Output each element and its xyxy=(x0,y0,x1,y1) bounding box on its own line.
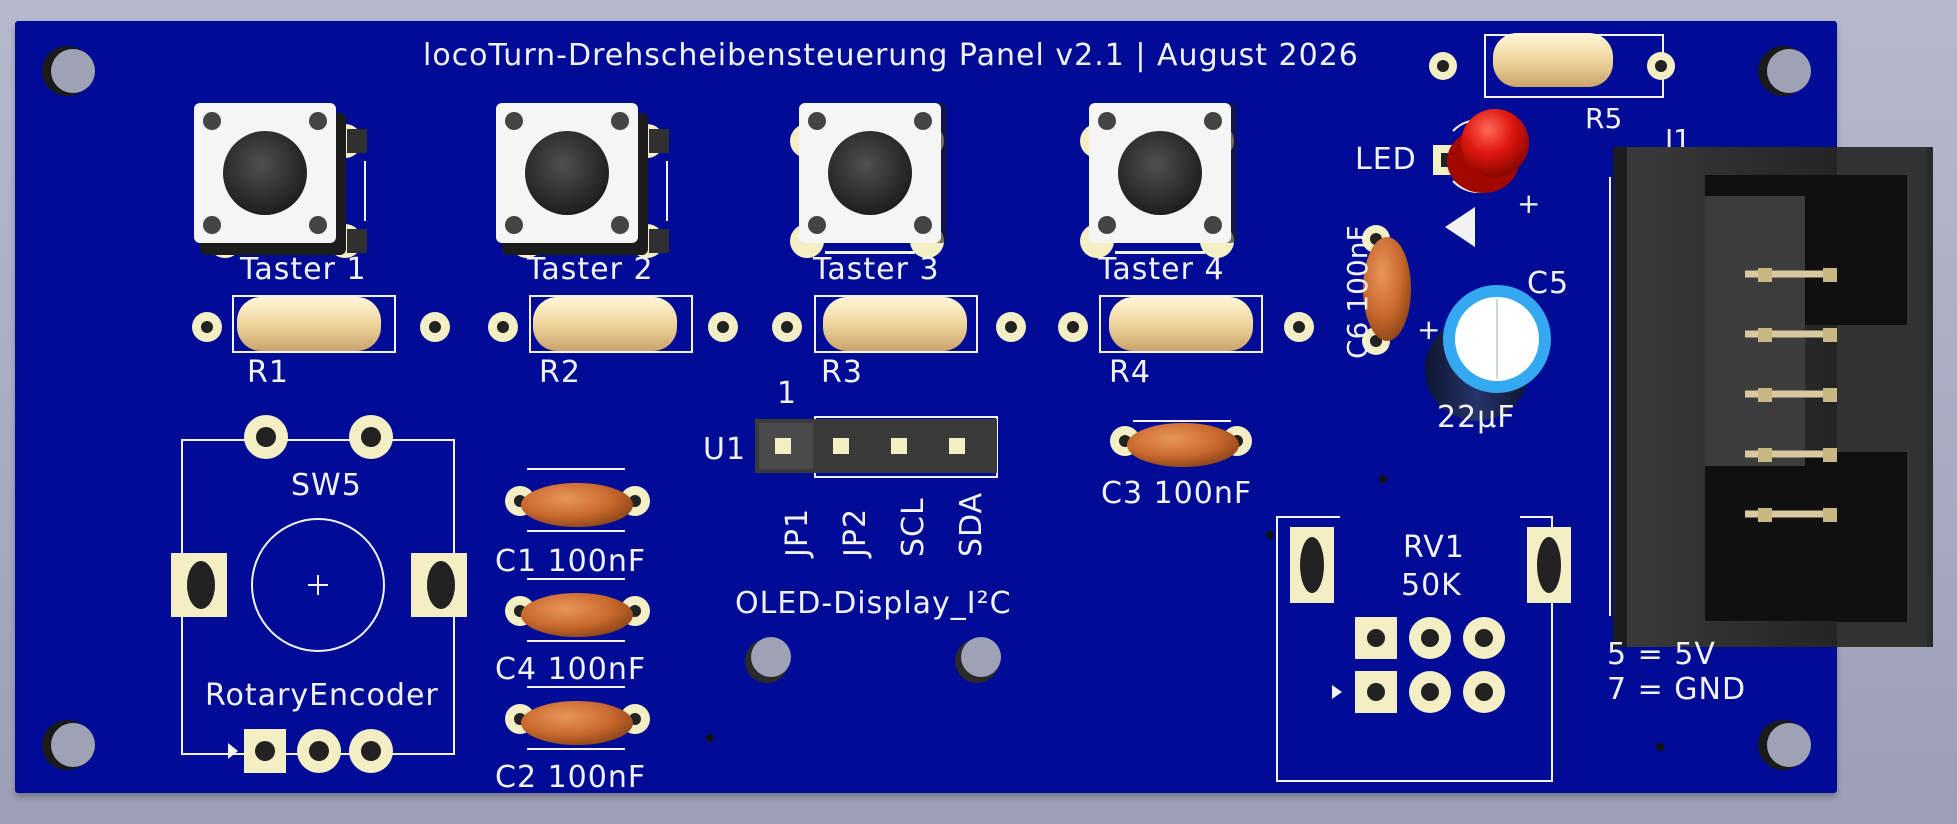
rotary-encoder-sw5 xyxy=(171,415,467,773)
u1-pin1-label: 1 xyxy=(777,376,797,411)
pcb-drawing: locoTurn-Drehscheibensteuerung Panel v2.… xyxy=(42,33,1837,793)
resistor-r3 xyxy=(772,295,1026,353)
rv1-value: 50K xyxy=(1401,568,1462,603)
c6-label: C6 100nF xyxy=(1341,225,1374,359)
c5-value: 22µF xyxy=(1437,400,1516,435)
c2-label: C2 100nF xyxy=(495,760,646,793)
j1-note-5v: 5 = 5V xyxy=(1607,637,1716,672)
r4-label: R4 xyxy=(1109,355,1151,390)
pin-jp1-label: JP1 xyxy=(780,508,815,559)
r5-label: R5 xyxy=(1585,102,1622,135)
c1-label: C1 100nF xyxy=(495,544,646,579)
capacitor-c6 xyxy=(1362,225,1411,355)
button-taster-4 xyxy=(1080,103,1237,258)
resistor-r4 xyxy=(1058,295,1314,353)
oled-header-u1 xyxy=(755,416,998,478)
taster-4-label: Taster 4 xyxy=(1097,252,1225,287)
pin-scl-label: SCL xyxy=(896,497,931,557)
u1-label: U1 xyxy=(703,432,746,467)
vias xyxy=(706,475,1664,751)
capacitor-c2 xyxy=(505,686,650,750)
taster-1-label: Taster 1 xyxy=(239,252,367,287)
resistor-r5 xyxy=(1429,33,1675,98)
potentiometer-rv1 xyxy=(1276,516,1571,782)
sw5-label: SW5 xyxy=(291,468,362,503)
resistor-r2 xyxy=(488,295,738,353)
button-taster-2 xyxy=(496,103,669,258)
pcb-board: locoTurn-Drehscheibensteuerung Panel v2.… xyxy=(15,21,1837,793)
oled-label: OLED-Display_I²C xyxy=(735,586,1012,621)
board-title: locoTurn-Drehscheibensteuerung Panel v2.… xyxy=(423,38,1359,73)
pin-jp2-label: JP2 xyxy=(838,508,873,559)
mounting-holes xyxy=(42,46,1811,770)
encoder-label: RotaryEncoder xyxy=(205,678,439,713)
rv1-label: RV1 xyxy=(1403,530,1465,565)
button-taster-1 xyxy=(194,103,367,258)
capacitor-c4 xyxy=(505,578,650,642)
j1-note-gnd: 7 = GND xyxy=(1607,672,1746,707)
taster-2-label: Taster 2 xyxy=(526,252,654,287)
capacitor-c1 xyxy=(505,468,650,532)
led-label: LED xyxy=(1355,142,1417,177)
capacitor-c3 xyxy=(1110,420,1252,467)
button-taster-3 xyxy=(790,103,947,258)
oled-mount-holes xyxy=(745,637,1001,683)
capacitor-c5: + xyxy=(1417,285,1551,421)
connector-pins xyxy=(1745,268,1837,522)
connector-j1-overhang xyxy=(1837,147,1933,647)
c4-label: C4 100nF xyxy=(495,652,646,687)
r3-label: R3 xyxy=(821,355,863,390)
r2-label: R2 xyxy=(539,355,581,390)
r1-label: R1 xyxy=(247,355,289,390)
taster-3-label: Taster 3 xyxy=(812,252,940,287)
resistor-r1 xyxy=(192,295,450,353)
pin-sda-label: SDA xyxy=(954,492,989,557)
c5-label: C5 xyxy=(1527,266,1569,301)
c3-label: C3 100nF xyxy=(1101,476,1252,511)
led-plus: + xyxy=(1517,187,1540,220)
connector-j1: J1 xyxy=(1609,123,1837,647)
led xyxy=(1433,109,1529,247)
svg-text:+: + xyxy=(1417,313,1440,346)
